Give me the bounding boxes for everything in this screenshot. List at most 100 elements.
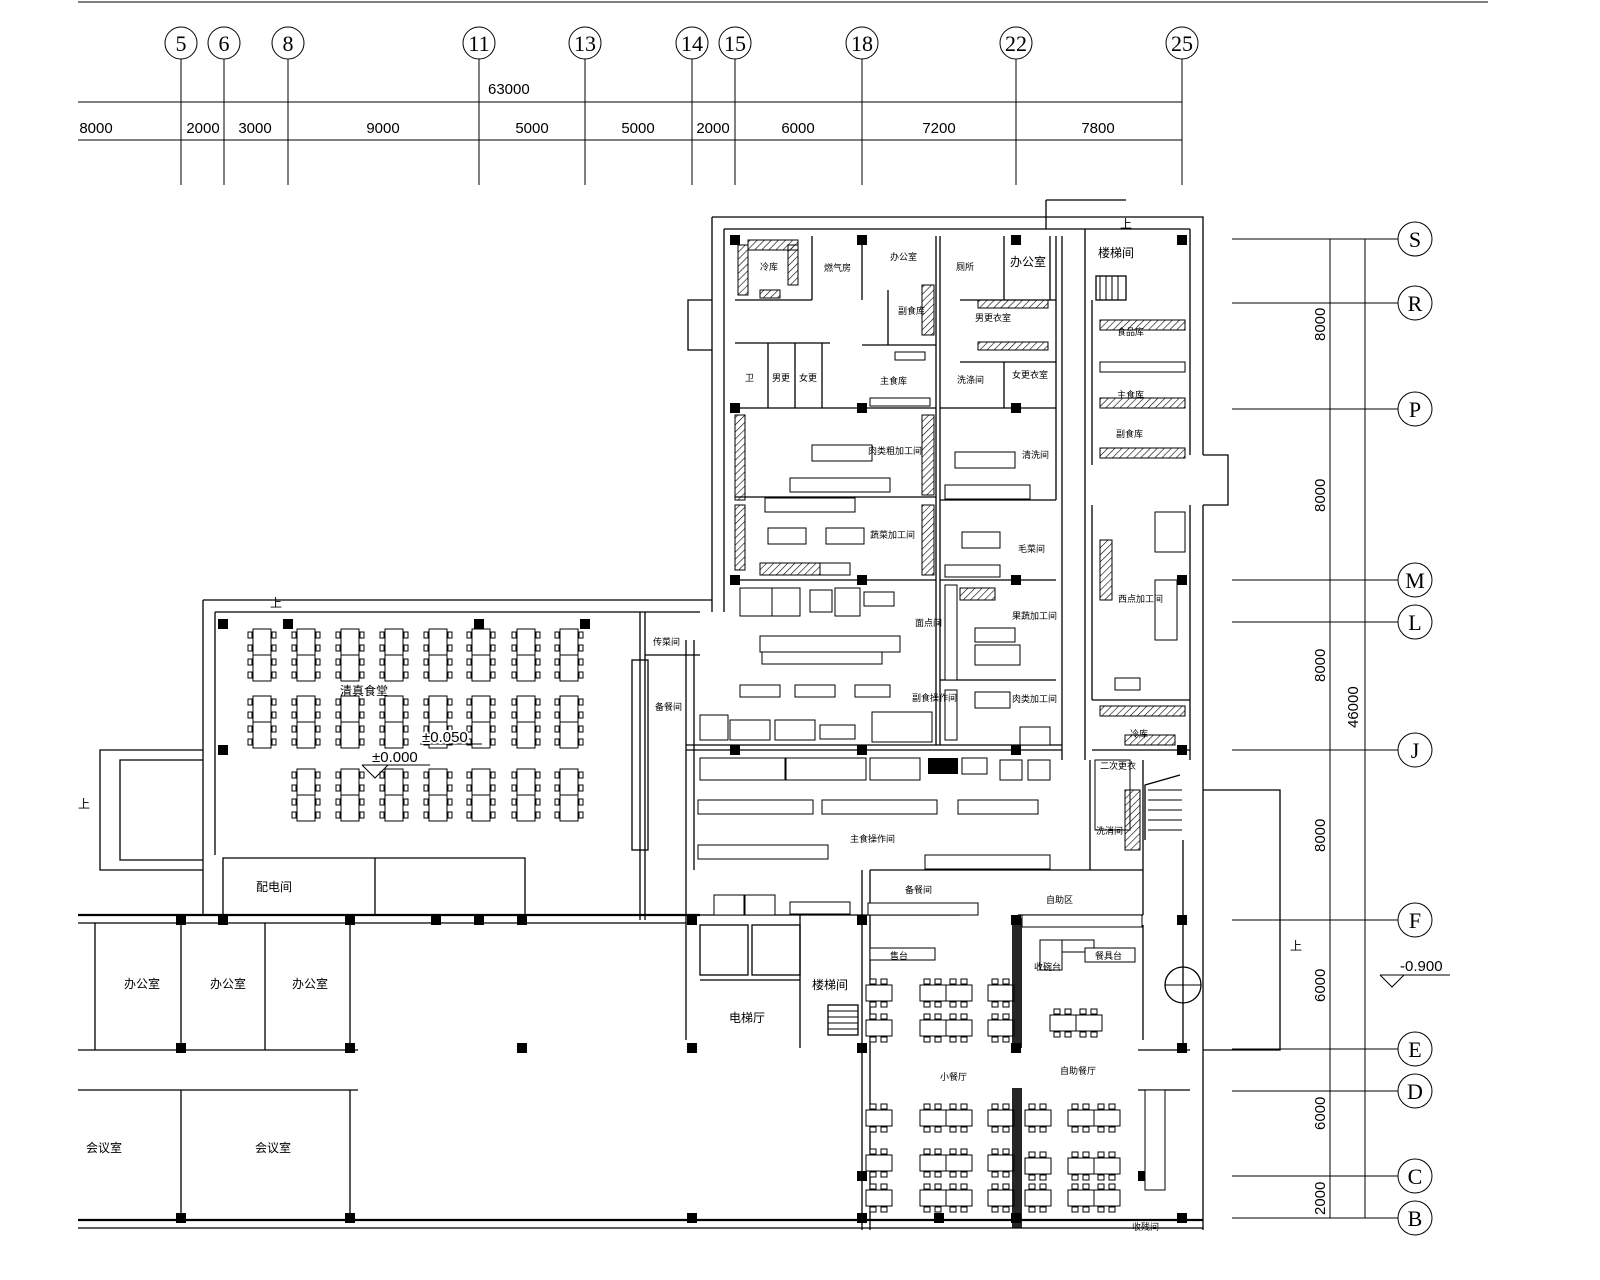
svg-text:±0.050: ±0.050	[422, 729, 468, 746]
chair	[335, 698, 341, 706]
chair	[466, 725, 472, 733]
sink-row	[944, 689, 958, 741]
chair	[423, 631, 429, 639]
room-label: 毛菜间	[1018, 543, 1045, 555]
up-mark: 上	[78, 797, 90, 811]
chair	[1071, 1174, 1079, 1181]
chair	[1097, 1151, 1105, 1158]
chair	[991, 1183, 999, 1190]
column	[1011, 745, 1021, 755]
chair	[869, 1126, 877, 1133]
axis-label: 6	[219, 31, 230, 56]
sink-row	[697, 844, 829, 860]
row-axis-P: P	[1232, 391, 1433, 427]
row-axis-S: S	[1232, 221, 1433, 257]
chair	[869, 1036, 877, 1043]
sink-row	[944, 584, 958, 681]
dining-table	[379, 695, 409, 749]
width-dim: 2000	[696, 120, 729, 137]
column	[218, 915, 228, 925]
chair	[511, 698, 517, 706]
room-label: 小餐厅	[940, 1071, 967, 1083]
kitchen-equipment	[697, 239, 1186, 1191]
work-table	[767, 527, 807, 545]
dining-table	[511, 768, 541, 822]
chair	[578, 631, 584, 639]
table-top	[1093, 1109, 1121, 1127]
dish-rack	[1094, 759, 1131, 831]
room-label: 自助餐厅	[1060, 1065, 1096, 1077]
chair	[1079, 1031, 1087, 1038]
shelf	[1124, 789, 1141, 851]
shelf	[759, 289, 781, 299]
chair	[403, 644, 409, 652]
chair	[315, 658, 321, 666]
column	[1177, 575, 1187, 585]
chair	[869, 1148, 877, 1155]
room-label: 备餐间	[905, 884, 932, 896]
axis-label: L	[1408, 610, 1421, 635]
fridge	[739, 587, 773, 617]
row-axis-M: M	[1232, 562, 1433, 598]
table-top	[1067, 1157, 1095, 1175]
dining-table	[987, 1148, 1015, 1178]
column	[345, 915, 355, 925]
room-label: 男更衣室	[975, 312, 1011, 324]
room-label: 蔬菜加工间	[870, 529, 915, 541]
axis-bubble	[1397, 604, 1433, 640]
chair	[1028, 1206, 1036, 1213]
room-label: 男更	[772, 373, 790, 384]
room-label: 办公室	[1010, 254, 1046, 269]
work-table	[954, 451, 1016, 469]
chair	[359, 798, 365, 806]
dining-table	[919, 1013, 973, 1043]
chair	[554, 644, 560, 652]
chair	[379, 671, 385, 679]
chair	[923, 1036, 931, 1043]
shelf	[734, 504, 746, 571]
column	[687, 1043, 697, 1053]
chair	[1002, 1001, 1010, 1008]
chair	[379, 811, 385, 819]
column-axis-14: 14	[675, 26, 709, 185]
dining-table	[987, 1013, 1015, 1043]
chair	[960, 1171, 968, 1178]
chair	[335, 784, 341, 792]
sink-row	[924, 854, 1051, 870]
chair	[490, 725, 496, 733]
work-table	[961, 531, 1001, 549]
width-dim: 3000	[238, 120, 271, 137]
chair	[423, 784, 429, 792]
chair	[379, 644, 385, 652]
table-top	[919, 1109, 947, 1127]
depth-dim: 8000	[1312, 819, 1329, 852]
chair	[1079, 1008, 1087, 1015]
chair	[1082, 1126, 1090, 1133]
chair	[1002, 1103, 1010, 1110]
axis-bubble	[1397, 1200, 1433, 1236]
width-dim: 7200	[922, 120, 955, 137]
chair	[1108, 1151, 1116, 1158]
chair	[934, 1036, 942, 1043]
dining-table	[1067, 1151, 1121, 1181]
chair	[511, 771, 517, 779]
chair	[960, 1013, 968, 1020]
chair	[403, 771, 409, 779]
chair	[490, 784, 496, 792]
chair	[511, 631, 517, 639]
chair	[447, 725, 453, 733]
width-dim: 8000	[79, 120, 112, 137]
chair	[869, 1103, 877, 1110]
axis-label: 8	[283, 31, 294, 56]
column	[687, 915, 697, 925]
chair	[949, 1183, 957, 1190]
chair	[1002, 1036, 1010, 1043]
chair	[403, 725, 409, 733]
planter-strip	[1012, 918, 1022, 1228]
chair	[315, 771, 321, 779]
room-label: 面点间	[915, 617, 942, 629]
table-top	[919, 1019, 947, 1037]
shelf	[921, 284, 935, 336]
